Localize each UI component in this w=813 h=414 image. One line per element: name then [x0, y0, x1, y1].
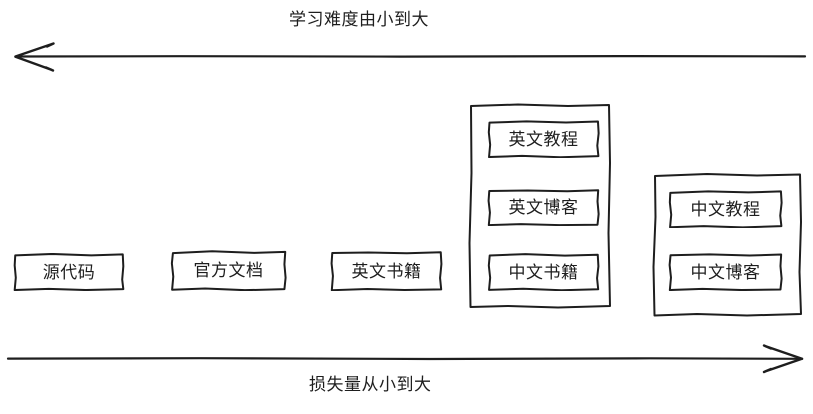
node-chinese-books[interactable]: 中文书籍 — [487, 253, 600, 291]
node-chinese-blog[interactable]: 中文博客 — [668, 253, 783, 291]
top-left-arrow — [14, 42, 807, 72]
node-chinese-tutorial[interactable]: 中文教程 — [668, 190, 783, 228]
node-frame-sketch — [170, 250, 287, 291]
node-label: 英文书籍 — [351, 261, 422, 281]
node-frame-sketch — [487, 120, 600, 158]
bottom-axis-label: 损失量从小到大 — [309, 375, 432, 394]
node-frame-sketch — [13, 253, 125, 291]
node-frame-sketch — [487, 253, 600, 291]
node-english-blog[interactable]: 英文博客 — [487, 189, 600, 226]
node-label: 中文博客 — [690, 262, 761, 282]
node-source-code[interactable]: 源代码 — [13, 253, 125, 291]
node-label: 中文教程 — [690, 199, 761, 219]
node-frame-sketch — [330, 251, 443, 291]
top-axis-label: 学习难度由小到大 — [289, 10, 429, 29]
node-label: 英文教程 — [508, 129, 579, 149]
node-label: 英文博客 — [508, 198, 579, 217]
node-label: 中文书籍 — [508, 262, 579, 282]
bottom-right-arrow — [6, 344, 804, 374]
node-frame-sketch — [668, 253, 783, 291]
node-label: 源代码 — [42, 262, 96, 282]
node-english-tutorial[interactable]: 英文教程 — [487, 120, 600, 158]
node-official-docs[interactable]: 官方文档 — [170, 250, 287, 291]
node-label: 官方文档 — [193, 261, 264, 280]
node-frame-sketch — [487, 189, 600, 226]
node-english-books[interactable]: 英文书籍 — [330, 251, 443, 291]
node-frame-sketch — [668, 190, 783, 228]
